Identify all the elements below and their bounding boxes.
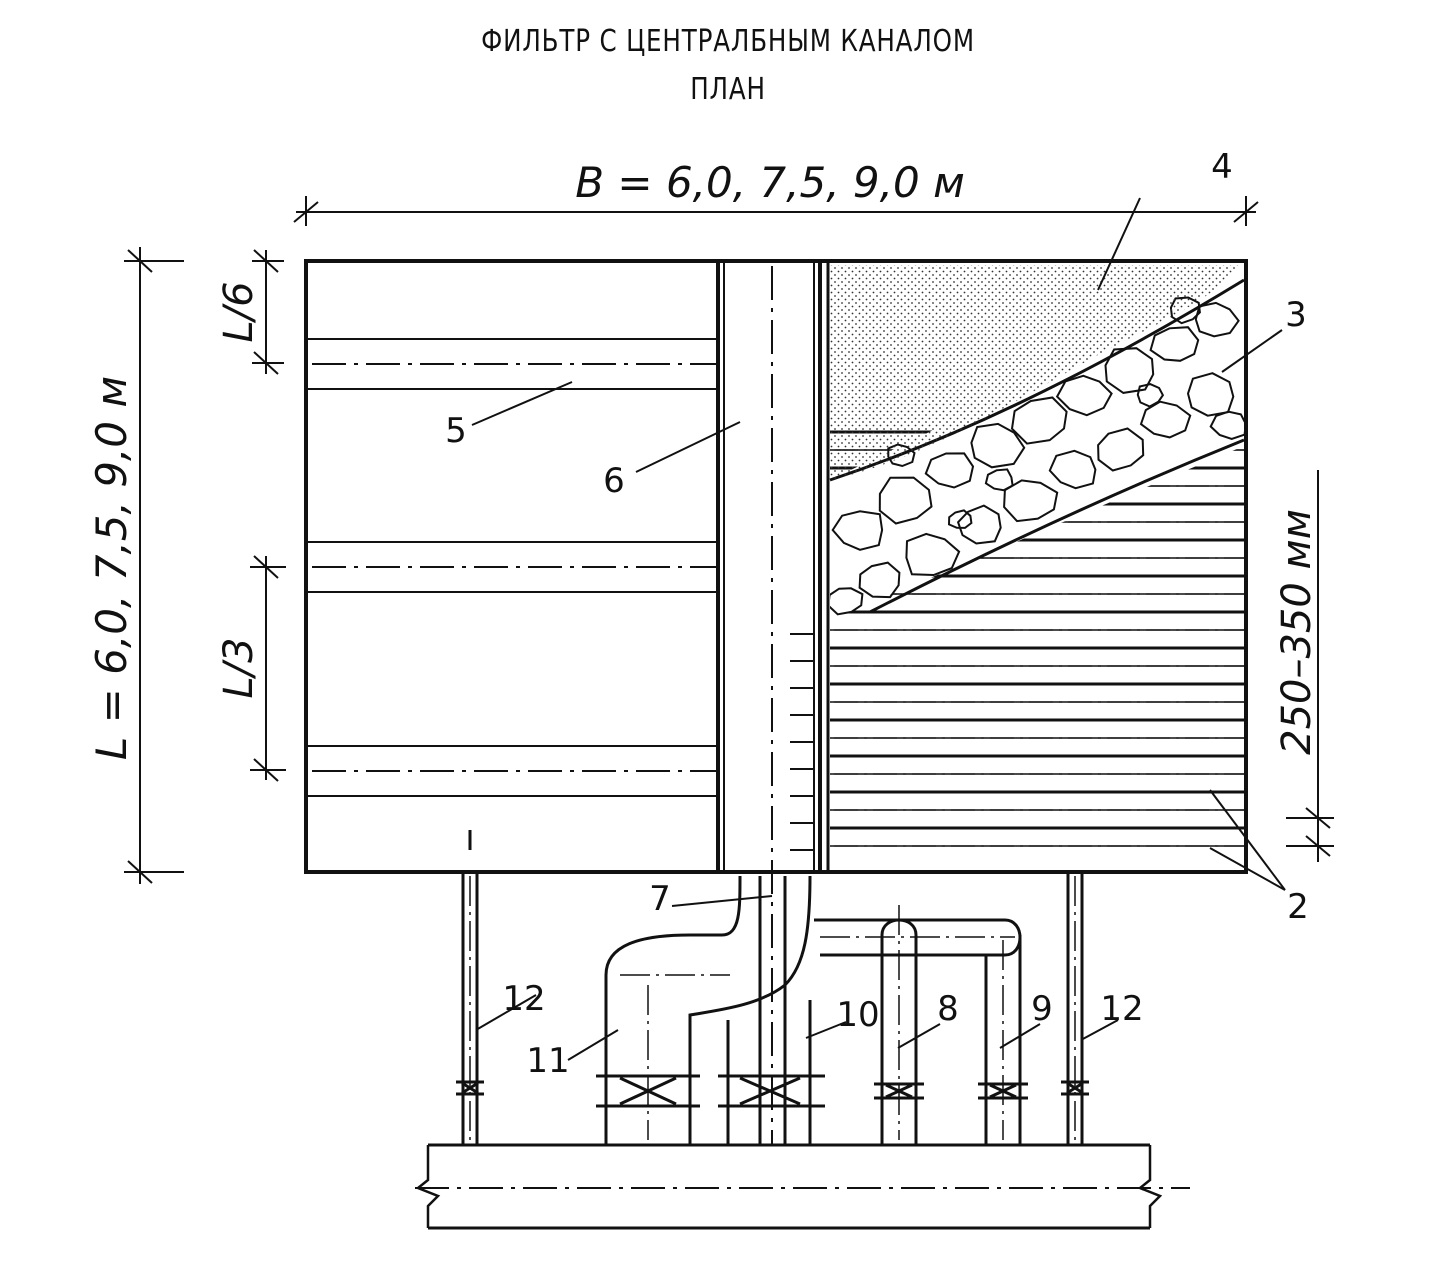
drawing-title: ФИЛЬТР С ЦЕНТРАЛБНЫМ КАНАЛОМ xyxy=(481,24,975,59)
width-dimension-label: B = 6,0, 7,5, 9,0 м xyxy=(575,158,965,207)
callout-6: 6 xyxy=(603,461,625,501)
callouts: 4 3 5 6 2 7 12 11 10 8 9 12 xyxy=(445,147,1309,1081)
filter-outline xyxy=(304,259,1248,874)
valves xyxy=(456,1074,1089,1108)
callout-12-right: 12 xyxy=(1100,989,1143,1029)
callout-5: 5 xyxy=(445,411,467,451)
callout-7: 7 xyxy=(649,879,671,919)
callout-11: 11 xyxy=(526,1041,569,1081)
pipework xyxy=(461,873,1084,1145)
l6-dimension xyxy=(252,249,284,375)
lateral-ticks xyxy=(790,633,814,851)
callout-2: 2 xyxy=(1287,887,1309,927)
left-half-channels xyxy=(306,338,716,850)
central-channel xyxy=(716,261,830,1145)
callout-3: 3 xyxy=(1285,295,1307,335)
width-dimension xyxy=(293,196,1259,226)
callout-8: 8 xyxy=(937,989,959,1029)
l6-label: L/6 xyxy=(216,281,262,342)
collector-pipe xyxy=(415,1143,1190,1230)
callout-10: 10 xyxy=(836,995,879,1035)
leader-lines xyxy=(471,197,1286,1061)
callout-12-left: 12 xyxy=(502,979,545,1019)
spacing-dimension xyxy=(1286,470,1334,862)
title-block: ФИЛЬТР С ЦЕНТРАЛБНЫМ КАНАЛОМ ПЛАН xyxy=(0,18,1456,114)
drawing-subtitle: ПЛАН xyxy=(690,72,766,107)
callout-4: 4 xyxy=(1211,147,1233,187)
l3-dimension xyxy=(250,555,286,782)
l3-label: L/3 xyxy=(216,637,262,698)
spacing-label: 250–350 мм xyxy=(1274,509,1320,755)
callout-9: 9 xyxy=(1031,989,1053,1029)
length-dimension-label: L = 6,0, 7,5, 9,0 м xyxy=(87,376,136,760)
sand-layer xyxy=(830,265,1240,480)
length-dimension xyxy=(124,247,184,884)
gravel-layer xyxy=(829,278,1245,620)
